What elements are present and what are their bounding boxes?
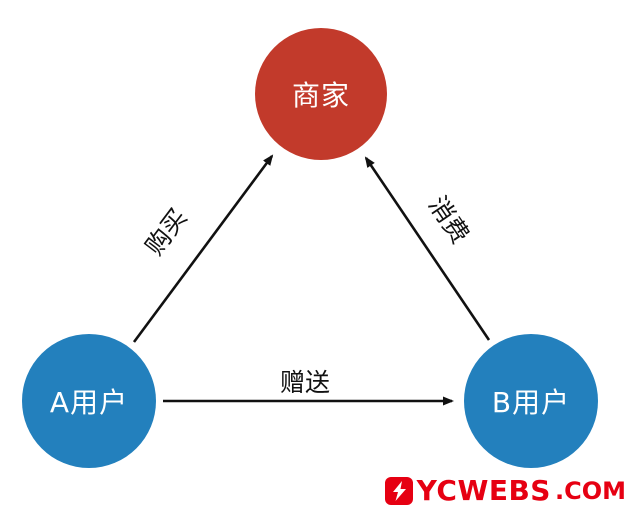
watermark: YCWEBS .COM — [384, 474, 626, 507]
edge-label-gift: 赠送 — [280, 368, 331, 397]
watermark-suffix-text: .COM — [554, 476, 626, 505]
edge-consume-arrow — [364, 156, 491, 341]
node-user-b: B用户 — [464, 334, 598, 468]
node-user-b-label: B用户 — [491, 386, 571, 419]
node-user-a: A用户 — [22, 334, 156, 468]
edge-buy-arrow — [132, 154, 274, 343]
watermark-logo-icon — [384, 476, 413, 505]
node-merchant-label: 商家 — [291, 79, 350, 112]
node-merchant: 商家 — [255, 28, 387, 160]
watermark-brand-text: YCWEBS — [416, 474, 551, 507]
node-user-a-label: A用户 — [49, 386, 129, 419]
